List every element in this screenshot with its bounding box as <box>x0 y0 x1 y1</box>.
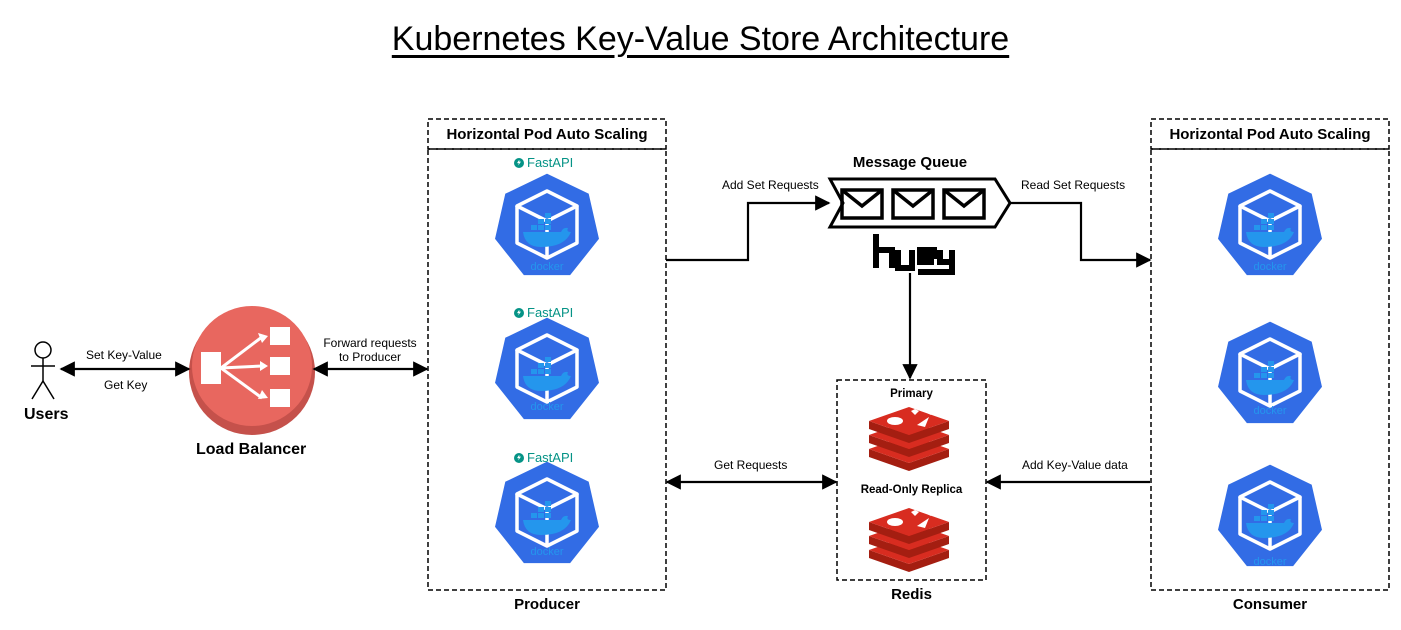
docker-wordmark: docker <box>1253 405 1286 417</box>
docker-wordmark: docker <box>1253 261 1286 273</box>
fastapi-icon <box>514 452 524 463</box>
message-queue-label: Message Queue <box>852 154 968 171</box>
read-set-requests-label: Read Set Requests <box>1021 178 1126 192</box>
consumer-label: Consumer <box>1232 596 1308 613</box>
redis-replica-label: Read-Only Replica <box>860 484 963 496</box>
message-queue-icon <box>827 177 1012 229</box>
redis-primary-icon <box>869 407 949 471</box>
fastapi-icon <box>514 157 524 168</box>
add-key-value-data-label: Add Key-Value data <box>1022 458 1128 472</box>
fastapi-badge: FastAPI <box>514 155 573 170</box>
fastapi-icon <box>514 307 524 318</box>
consumer-hpa-label: Horizontal Pod Auto Scaling <box>1169 126 1371 143</box>
redis-primary-label: Primary <box>890 388 933 400</box>
get-requests-label: Get Requests <box>714 458 788 472</box>
producer-hpa-label: Horizontal Pod Auto Scaling <box>446 126 648 143</box>
docker-wordmark: docker <box>1253 556 1286 568</box>
consumer-hpa-box <box>1150 148 1390 591</box>
redis-label: Redis <box>891 586 932 603</box>
page-title: Kubernetes Key-Value Store Architecture <box>391 20 1010 58</box>
fastapi-badge: FastAPI <box>514 305 573 320</box>
docker-wordmark: docker <box>530 401 563 413</box>
producer-label: Producer <box>514 596 580 613</box>
fastapi-badge: FastAPI <box>514 450 573 465</box>
get-key-label: Get Key <box>104 378 148 392</box>
users-label: Users <box>24 406 69 423</box>
producer-queue-connector <box>666 195 831 262</box>
load-balancer-label: Load Balancer <box>196 441 307 458</box>
docker-wordmark: docker <box>530 261 563 273</box>
producer-hpa-header-box <box>427 118 667 150</box>
queue-consumer-connector <box>1011 201 1152 268</box>
load-balancer-icon <box>189 306 315 435</box>
users-actor-icon <box>31 341 55 400</box>
docker-wordmark: docker <box>530 546 563 558</box>
set-key-value-label: Set Key-Value <box>86 348 162 362</box>
huey-logo <box>873 234 955 275</box>
add-set-requests-label: Add Set Requests <box>722 178 819 192</box>
consumer-hpa-header-box <box>1150 118 1390 150</box>
redis-replica-icon <box>869 508 949 572</box>
consumer-pod-icon <box>1214 461 1326 570</box>
